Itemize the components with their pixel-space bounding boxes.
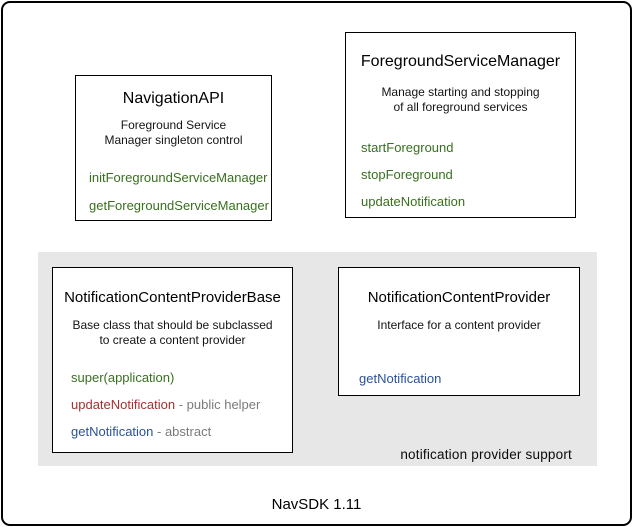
method-list: startForeground stopForeground updateNot… <box>361 140 575 210</box>
method-list: getNotification <box>359 371 579 387</box>
method-name: updateNotification <box>71 397 176 412</box>
method-annotation: - abstract <box>153 424 212 439</box>
method-init-foreground-service-manager: initForegroundServiceManager <box>89 170 268 185</box>
class-description: Base class that should be subclassed to … <box>53 318 292 348</box>
class-box-foreground-service-manager: ForegroundServiceManager Manage starting… <box>345 32 576 218</box>
method-update-notification: updateNotification - public helper <box>71 397 292 413</box>
class-description: Interface for a content provider <box>339 318 579 333</box>
method-update-notification: updateNotification <box>361 194 466 209</box>
method-super-application: super(application) <box>71 370 292 386</box>
class-description-line: to create a content provider <box>99 333 246 347</box>
class-title: ForegroundServiceManager <box>360 53 561 70</box>
method-stop-foreground: stopForeground <box>361 167 453 182</box>
class-description-line: of all foreground services <box>393 100 528 114</box>
class-description: Manage starting and stopping of all fore… <box>346 85 575 115</box>
class-description-line: Manage starting and stopping <box>381 85 540 99</box>
method-get-notification: getNotification - abstract <box>71 424 292 440</box>
method-name: getNotification <box>71 424 154 439</box>
class-title: NavigationAPI <box>122 90 225 107</box>
panel-caption: notification provider support <box>400 447 572 462</box>
class-description-line: Base class that should be subclassed <box>72 318 273 332</box>
sdk-version-label: NavSDK 1.11 <box>271 496 362 513</box>
class-title: NotificationContentProviderBase <box>64 289 281 306</box>
class-title: NotificationContentProvider <box>367 289 551 306</box>
method-list: initForegroundServiceManager getForegrou… <box>89 170 271 214</box>
method-annotation: - public helper <box>175 397 261 412</box>
class-description-line: Interface for a content provider <box>377 318 541 332</box>
class-box-navigation-api: NavigationAPI Foreground Service Manager… <box>75 75 272 221</box>
class-box-notification-content-provider-base: NotificationContentProviderBase Base cla… <box>52 267 293 453</box>
class-description-line: Foreground Service <box>120 118 227 132</box>
method-list: super(application) updateNotification - … <box>71 370 292 440</box>
class-description: Foreground Service Manager singleton con… <box>76 118 271 148</box>
method-start-foreground: startForeground <box>361 140 454 155</box>
class-description-line: Manager singleton control <box>104 133 243 147</box>
method-get-notification: getNotification <box>359 371 442 386</box>
class-box-notification-content-provider: NotificationContentProvider Interface fo… <box>338 267 580 396</box>
method-get-foreground-service-manager: getForegroundServiceManager <box>89 198 269 213</box>
method-name: super(application) <box>71 370 175 385</box>
